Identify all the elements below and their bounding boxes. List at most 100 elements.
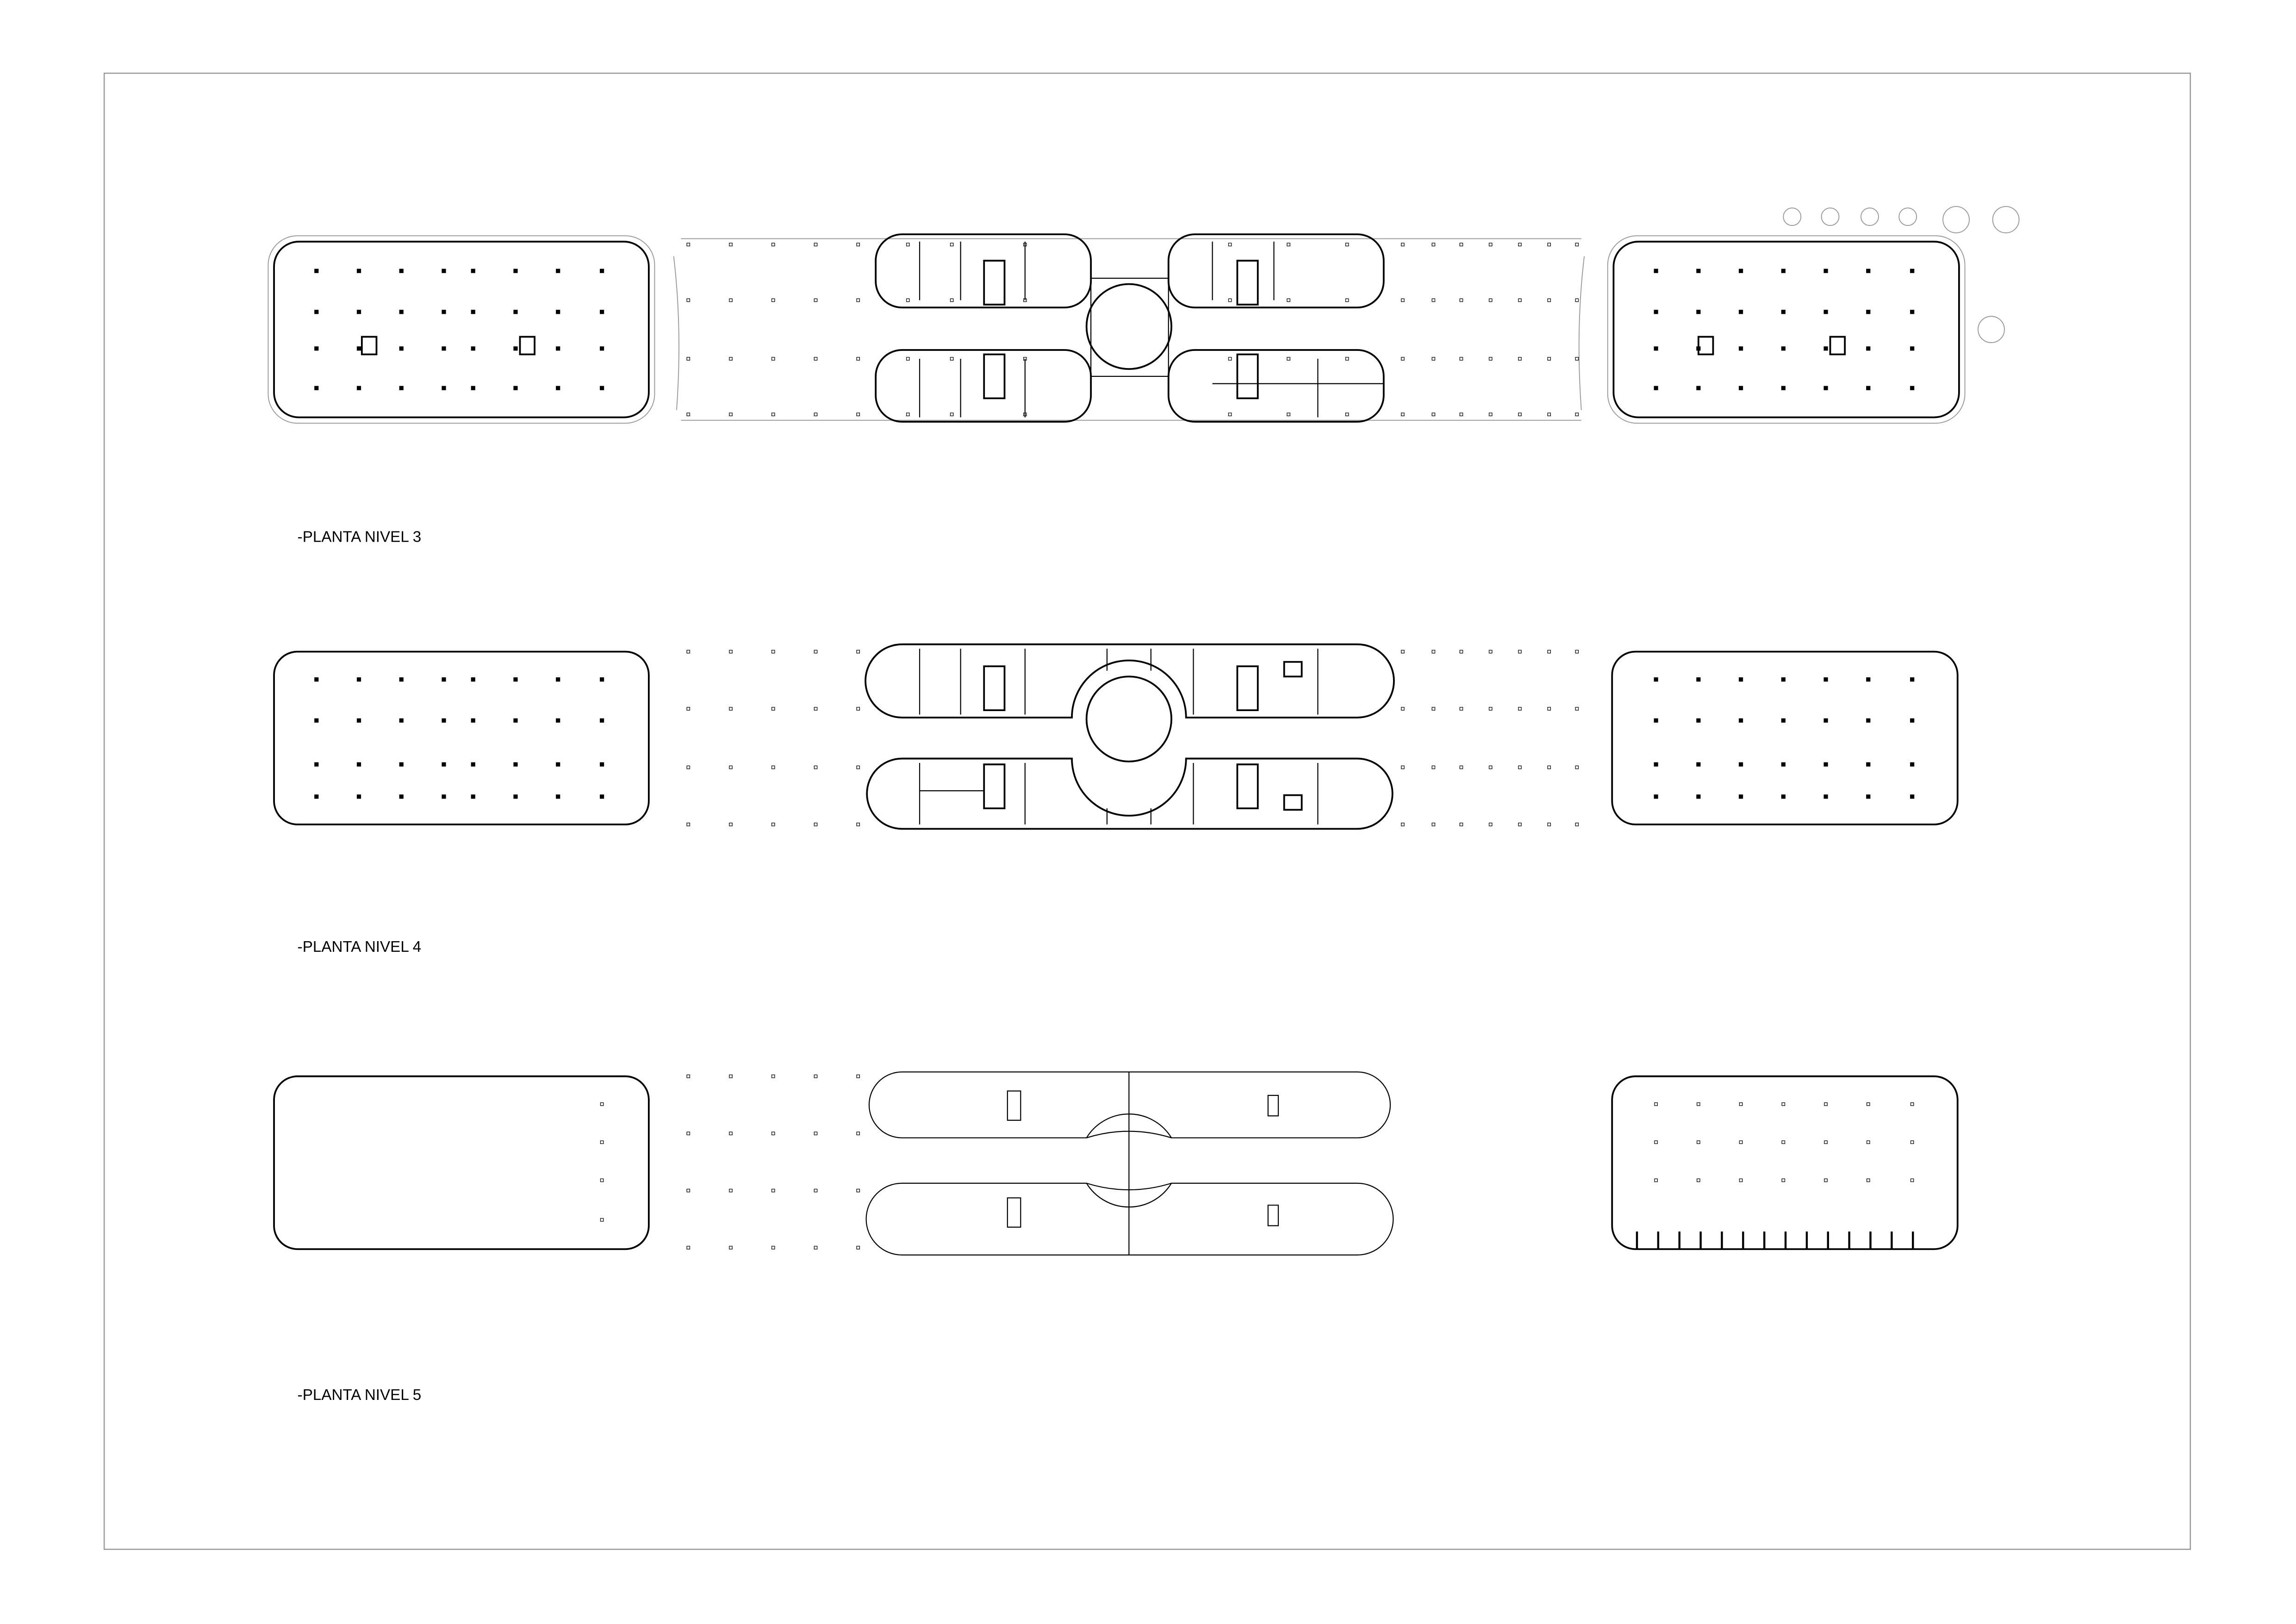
column [1518, 707, 1522, 711]
column [729, 412, 733, 416]
column [314, 310, 319, 314]
column [1781, 269, 1786, 273]
column [1575, 243, 1579, 247]
column [314, 762, 319, 767]
pod-sw [875, 349, 1092, 423]
column [1866, 310, 1871, 314]
roof-south [865, 1182, 1394, 1255]
level-4-label: -PLANTA NIVEL 4 [298, 938, 422, 956]
column [1654, 718, 1658, 723]
column [442, 386, 446, 390]
facade-fins [1636, 1231, 1914, 1249]
column [556, 677, 560, 682]
column [1431, 243, 1436, 247]
column [1739, 1178, 1743, 1182]
column [1488, 823, 1493, 826]
pod-south [866, 757, 1394, 830]
column [1459, 707, 1463, 711]
column [356, 269, 361, 273]
column [1488, 650, 1493, 654]
column [1697, 1140, 1700, 1144]
column [950, 243, 954, 247]
column [1696, 794, 1701, 799]
column [513, 762, 518, 767]
column [906, 412, 910, 416]
column [471, 346, 475, 351]
column [1575, 823, 1579, 826]
level-5-label: -PLANTA NIVEL 5 [298, 1387, 422, 1404]
column [1867, 1102, 1870, 1106]
column [1459, 823, 1463, 826]
column [771, 357, 775, 361]
column [1575, 765, 1579, 769]
column [1518, 243, 1522, 247]
column [1739, 677, 1743, 682]
column [1518, 298, 1522, 302]
column [1866, 794, 1871, 799]
column [1824, 1102, 1828, 1106]
column [314, 677, 319, 682]
column [771, 412, 775, 416]
column [1023, 357, 1027, 361]
column [1654, 310, 1658, 314]
column [1739, 1102, 1743, 1106]
column [1654, 794, 1658, 799]
column [1867, 1140, 1870, 1144]
column [442, 310, 446, 314]
column [686, 357, 691, 361]
column [600, 677, 604, 682]
column [856, 357, 860, 361]
left-block-outer-edge [268, 235, 655, 424]
column [399, 718, 404, 723]
column [556, 794, 560, 799]
column [1518, 357, 1522, 361]
column [1697, 1178, 1700, 1182]
column [1910, 762, 1915, 767]
column [1910, 1102, 1914, 1106]
column [1228, 357, 1232, 361]
column [1739, 269, 1743, 273]
column [1739, 718, 1743, 723]
tree-icon [1992, 206, 2020, 233]
column [1910, 794, 1915, 799]
column [399, 677, 404, 682]
column [1345, 298, 1349, 302]
column [856, 298, 860, 302]
column [1910, 386, 1915, 390]
atrium [1090, 277, 1169, 377]
pod-ne [1167, 233, 1385, 309]
column [814, 1074, 818, 1078]
stair-cores [361, 336, 1846, 356]
column [1547, 357, 1551, 361]
column [471, 718, 475, 723]
column [1431, 765, 1436, 769]
column [814, 412, 818, 416]
column [1696, 310, 1701, 314]
column [814, 823, 818, 826]
column [1287, 357, 1290, 361]
column [442, 269, 446, 273]
column [600, 269, 604, 273]
column [1866, 346, 1871, 351]
column [1459, 298, 1463, 302]
column [1781, 1140, 1786, 1144]
column [356, 346, 361, 351]
column [771, 823, 775, 826]
column [1654, 386, 1658, 390]
column [556, 386, 560, 390]
column [1739, 310, 1743, 314]
column [771, 298, 775, 302]
column [686, 243, 691, 247]
column [1575, 707, 1579, 711]
column [1431, 823, 1436, 826]
column [1866, 762, 1871, 767]
column [1547, 823, 1551, 826]
column [471, 310, 475, 314]
column [814, 1131, 818, 1136]
cores [983, 661, 1303, 811]
column [1345, 357, 1349, 361]
column [399, 794, 404, 799]
column [729, 765, 733, 769]
column [556, 762, 560, 767]
atrium-void [1085, 675, 1173, 762]
